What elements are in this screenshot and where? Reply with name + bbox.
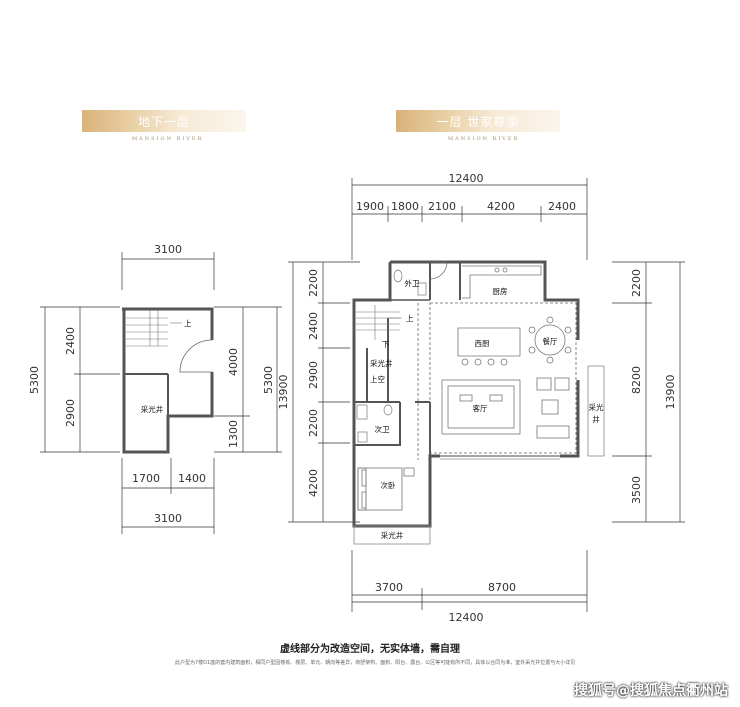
- fine-print-note: 此户型为7楼D1座的套内建筑面积，相同户型因楼栋、楼层、单元、朝向等差异，商舒架…: [175, 660, 575, 666]
- ground-dim-right-total: 13900: [664, 375, 677, 410]
- renovation-note: 虚线部分为改造空间，无实体墙，需自理: [280, 644, 460, 655]
- dining-label: 餐厅: [543, 337, 558, 346]
- ground-dim-left-total: 13900: [277, 375, 290, 410]
- basement-dim-top: [121, 252, 215, 290]
- ground-dim-top-3: 2100: [428, 200, 456, 213]
- ground-dim-bottom-2: 8700: [488, 581, 516, 594]
- light-well-void-label-1: 采光井: [370, 358, 393, 368]
- basement-dim-left-2: 2900: [64, 399, 77, 427]
- west-kitchen-label: 西厨: [475, 339, 490, 348]
- basement-dim-bottom: [121, 458, 215, 534]
- ground-dim-bottom: [351, 550, 588, 612]
- ground-subtitle: MANSION RIVER: [448, 136, 520, 142]
- ground-dim-bottom-total: 12400: [449, 611, 484, 624]
- second-bedroom-label: 次卧: [381, 480, 396, 490]
- ground-dim-left-2: 2400: [307, 312, 320, 340]
- ground-dim-left-1: 2200: [307, 269, 320, 297]
- basement-stairs: [126, 310, 182, 347]
- ground-dashed-walls: [417, 302, 577, 460]
- basement-dim-left-total: 5300: [28, 366, 41, 394]
- ground-plan: 12400 1900 1800 2100 4200 2400 13900 220…: [277, 172, 685, 624]
- watermark: 搜狐号@搜狐焦点衢州站: [574, 683, 728, 699]
- basement-stair-up-label: 上: [184, 319, 192, 328]
- basement-dim-left-1: 2400: [64, 327, 77, 355]
- living-room-label: 客厅: [473, 403, 488, 413]
- ground-dim-top-4: 4200: [487, 200, 515, 213]
- ground-dim-left-4: 2200: [307, 409, 320, 437]
- ground-dim-left: [288, 261, 360, 523]
- basement-dim-bottom-1: 1700: [132, 472, 160, 485]
- dining-table: [528, 316, 572, 364]
- outer-bath-fixtures: [393, 269, 427, 296]
- basement-subtitle: MANSION RIVER: [132, 136, 204, 142]
- bottom-light-well-label: 采光井: [381, 530, 404, 540]
- basement-dim-top-label: 3100: [154, 243, 182, 256]
- basement-dim-bottom-2: 1400: [178, 472, 206, 485]
- west-kitchen-island: [457, 327, 521, 366]
- ground-dim-top: [351, 178, 588, 260]
- basement-walls: [122, 307, 214, 454]
- ground-title-banner: 一层 世家尊崇: [396, 110, 560, 132]
- right-light-well-label-1: 采光: [589, 402, 604, 412]
- ground-entry-door: [429, 261, 448, 280]
- ground-dim-right-2: 8200: [630, 366, 643, 394]
- ground-dim-right-3: 3500: [630, 476, 643, 504]
- basement-dim-right-1: 4000: [227, 348, 240, 376]
- ground-dim-top-5: 2400: [548, 200, 576, 213]
- basement-dim-right-total: 5300: [262, 366, 275, 394]
- light-well-void-label-2: 上空: [370, 374, 385, 384]
- second-bedroom-bed: [357, 467, 415, 511]
- basement-title-banner: 地下一层: [82, 110, 246, 132]
- ground-dim-top-2: 1800: [391, 200, 419, 213]
- basement-door-swing: [179, 339, 213, 373]
- second-bath-fixtures: [356, 404, 393, 443]
- ground-dim-top-total: 12400: [449, 172, 484, 185]
- ground-windows: [353, 365, 605, 545]
- basement-title: 地下一层: [137, 115, 190, 129]
- kitchen-counter: [462, 265, 542, 299]
- ground-dim-left-3: 2900: [307, 361, 320, 389]
- basement-dim-right: [214, 306, 282, 453]
- ground-title: 一层 世家尊崇: [436, 115, 520, 129]
- ground-dim-right: [612, 261, 685, 523]
- ground-dim-bottom-1: 3700: [375, 581, 403, 594]
- right-light-well-label-2: 井: [592, 414, 600, 424]
- living-furniture: [441, 377, 570, 439]
- basement-plan: 3100 5300 2400 2900 4000 1300 5300: [28, 243, 282, 534]
- ground-dim-top-1: 1900: [356, 200, 384, 213]
- basement-light-well-label: 采光井: [141, 404, 164, 414]
- outer-bath-label: 外卫: [405, 278, 420, 288]
- ground-dim-right-1: 2200: [630, 269, 643, 297]
- basement-dim-bottom-total: 3100: [154, 512, 182, 525]
- ground-dim-left-5: 4200: [307, 469, 320, 497]
- second-bath-label: 次卫: [375, 424, 390, 434]
- basement-dim-right-2: 1300: [227, 420, 240, 448]
- basement-dim-left: [40, 306, 120, 453]
- ground-stair-up-label: 上: [406, 314, 414, 323]
- kitchen-label: 厨房: [493, 286, 508, 296]
- ground-stairs: [356, 305, 402, 340]
- ground-stair-down-label: 下: [382, 340, 390, 349]
